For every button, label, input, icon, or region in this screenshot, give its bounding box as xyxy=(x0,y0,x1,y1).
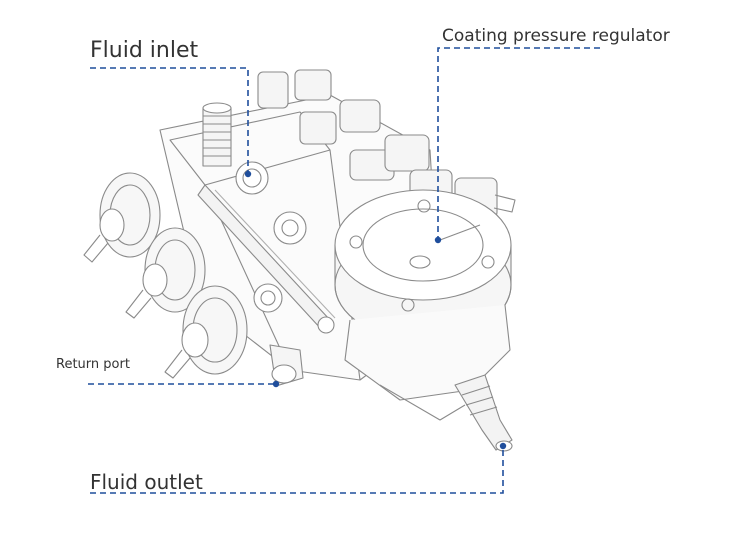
return-port-fitting xyxy=(269,344,304,387)
regulator-marker xyxy=(434,236,442,244)
outlet-fitting xyxy=(454,374,513,452)
fluid-inlet-marker xyxy=(244,170,252,178)
fluid-outlet-marker xyxy=(499,442,507,450)
fluid-inlet-label: Fluid inlet xyxy=(90,38,199,63)
left-valve-lower xyxy=(164,285,248,379)
fluid-manifold-drawing xyxy=(83,69,516,452)
inlet-fitting xyxy=(202,102,232,167)
left-valve-upper xyxy=(83,172,161,263)
return-port-marker xyxy=(272,380,280,388)
left-valve-middle xyxy=(125,227,206,319)
fluid-inlet-leader-line xyxy=(90,67,249,172)
fluid-outlet-leader-line xyxy=(90,446,504,494)
fluid-outlet-label: Fluid outlet xyxy=(90,470,203,494)
return-port-label: Return port xyxy=(56,357,130,372)
top-connectors xyxy=(257,69,516,219)
coating-pressure-regulator-label: Coating pressure regulator xyxy=(442,26,670,46)
regulator-leader-line xyxy=(437,47,600,238)
